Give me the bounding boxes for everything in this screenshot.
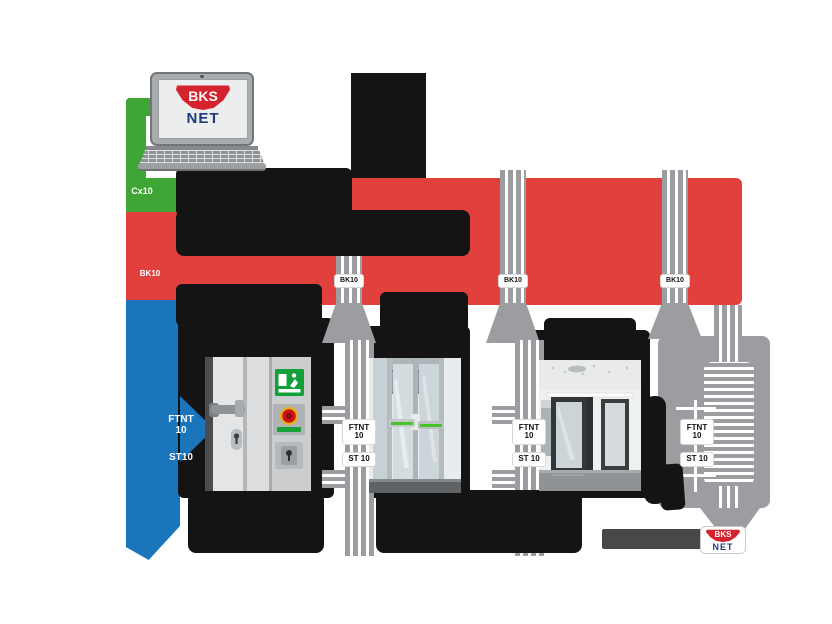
bk10-controller-label-1: BK10 xyxy=(334,274,364,288)
redacted-text-block-headline xyxy=(176,168,352,216)
ftnt10-terminal-3-line1: FTNT xyxy=(686,422,708,432)
ftnt10-terminal-label-3: FTNT 10 xyxy=(680,419,714,445)
st10-terminal-1-text: ST 10 xyxy=(348,454,370,464)
junction-funnel xyxy=(700,508,760,528)
junction-wire-vertical xyxy=(694,400,697,492)
bk10-controller-text-3: BK10 xyxy=(666,277,684,285)
bk10-controller-text-1: BK10 xyxy=(340,277,358,285)
escape-door-illustration xyxy=(205,357,311,491)
ftnt10-terminal-3-line2: 10 xyxy=(692,431,702,440)
laptop-screen: BKS NET xyxy=(150,72,254,146)
junction-wire-bottom xyxy=(676,474,716,477)
ftnt10-terminal-2-line2: 10 xyxy=(524,431,534,440)
redacted-text-block-controller xyxy=(176,210,470,256)
controller-bus-label: BK10 xyxy=(139,269,161,278)
st10-terminal-3-text: ST 10 xyxy=(686,454,708,464)
redacted-footer-bar xyxy=(602,529,702,549)
ftnt10-terminal-1-line1: FTNT xyxy=(348,422,370,432)
bk10-controller-text-2: BK10 xyxy=(504,277,522,285)
glass-door-photo xyxy=(369,358,461,493)
terminal-bus-blue-band xyxy=(126,300,180,526)
terminal-bus-st-label: ST10 xyxy=(169,452,193,463)
ftnt10-terminal-2-line1: FTNT xyxy=(518,422,540,432)
redacted-text-block-terminal-left xyxy=(176,284,322,326)
footer-logo-net-text: NET xyxy=(712,542,734,552)
laptop-camera-icon xyxy=(200,75,204,78)
laptop-base xyxy=(138,163,266,171)
terminal-stub-2a xyxy=(492,406,515,424)
bks-net-footer-logo: BKS NET xyxy=(700,526,746,554)
laptop-keyboard xyxy=(140,150,264,163)
laptop-logo-bks-text: BKS xyxy=(188,88,218,104)
footer-logo-bks-text: BKS xyxy=(714,530,732,539)
terminal-stub-1a xyxy=(322,406,345,424)
st10-terminal-label-1: ST 10 xyxy=(342,452,376,467)
st10-terminal-2-text: ST 10 xyxy=(518,454,540,464)
laptop-display: BKS NET xyxy=(158,79,248,139)
glass-door-illustration xyxy=(369,358,461,493)
laptop-logo-net-text: NET xyxy=(186,110,220,127)
bks-shield-icon-laptop: BKS xyxy=(176,85,230,110)
redacted-photo-block xyxy=(351,73,426,178)
terminal-bus-ftnt-line2: 10 xyxy=(175,425,187,436)
laptop-hinge xyxy=(146,146,258,150)
software-bus-label: Cx10 xyxy=(131,186,153,196)
sliding-door-illustration xyxy=(539,360,641,491)
terminal-stub-1c xyxy=(322,470,345,488)
redacted-text-block-door3-top xyxy=(544,318,636,348)
cable-funnel-2 xyxy=(486,303,540,343)
terminal-stub-2c xyxy=(492,470,515,488)
bks-net-laptop: BKS NET xyxy=(138,72,270,171)
bks-shield-icon-footer: BKS xyxy=(706,529,740,542)
ftnt10-terminal-label-1: FTNT 10 xyxy=(342,419,376,445)
escape-door-photo xyxy=(205,357,311,491)
cable-funnel-1 xyxy=(322,303,376,343)
bk10-controller-label-3: BK10 xyxy=(660,274,690,288)
junction-wire-top xyxy=(676,407,716,410)
cable-funnel-3 xyxy=(648,303,702,339)
redacted-caption-door-1 xyxy=(188,492,324,553)
ftnt10-terminal-1-line2: 10 xyxy=(354,431,364,440)
redacted-caption-door-2 xyxy=(376,490,582,553)
terminal-bus-blue-taper xyxy=(126,526,180,560)
bk10-controller-label-2: BK10 xyxy=(498,274,528,288)
ftnt10-terminal-label-2: FTNT 10 xyxy=(512,419,546,445)
redacted-text-block-terminal-right xyxy=(380,292,468,332)
st10-terminal-label-2: ST 10 xyxy=(512,452,546,467)
st10-terminal-label-3: ST 10 xyxy=(680,452,714,467)
sliding-door-photo xyxy=(539,360,641,491)
redacted-block-junction xyxy=(658,463,686,511)
terminal-bus-ftnt-line1: FTNT xyxy=(168,414,194,425)
terminal-bus-ftnt-label: FTNT 10 xyxy=(156,414,206,436)
